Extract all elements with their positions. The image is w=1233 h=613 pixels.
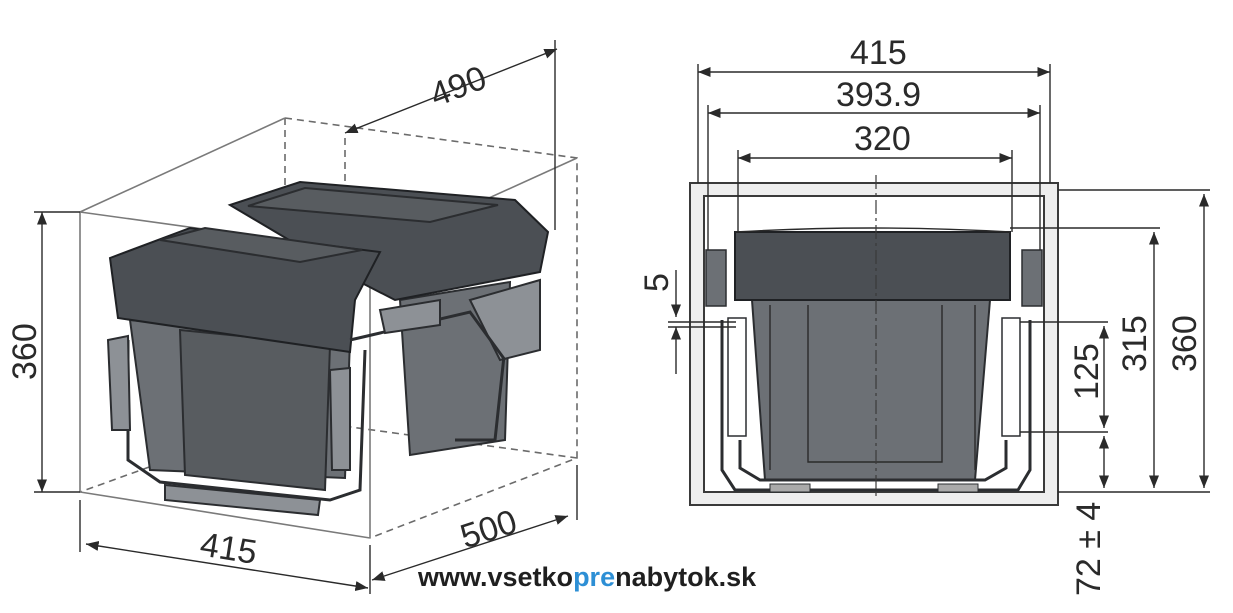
iso-depth-top-label: 490 [425, 59, 492, 115]
front-bottom-clearance-label: 72 ± 4 [1070, 502, 1108, 596]
website-url: www.vsetkoprenabytok.sk [418, 562, 756, 593]
front-bin [106, 226, 507, 517]
front-bin-elevation [705, 227, 1043, 493]
front-rail-height-label: 125 [1068, 343, 1106, 400]
front-offset-label: 5 [638, 273, 676, 292]
front-dimension-lines [668, 64, 1210, 493]
front-bin-height-label: 315 [1116, 315, 1154, 372]
iso-height-label: 360 [6, 323, 44, 380]
url-prefix: www.vsetko [418, 562, 574, 592]
iso-depth-bottom-label: 500 [456, 503, 522, 557]
front-inner-width-label: 393.9 [836, 76, 921, 114]
iso-dimension-lines [34, 40, 578, 594]
url-accent: pre [573, 562, 616, 592]
iso-width-label: 415 [198, 526, 260, 572]
url-suffix: nabytok.sk [615, 562, 757, 592]
front-bin-width-label: 320 [854, 120, 911, 158]
isometric-view: 490 360 415 500 [6, 40, 578, 594]
front-total-height-label: 360 [1166, 315, 1204, 372]
front-outer-width-label: 415 [850, 34, 907, 72]
front-view: 415 393.9 320 5 125 315 360 72 ± 4 [638, 34, 1210, 596]
